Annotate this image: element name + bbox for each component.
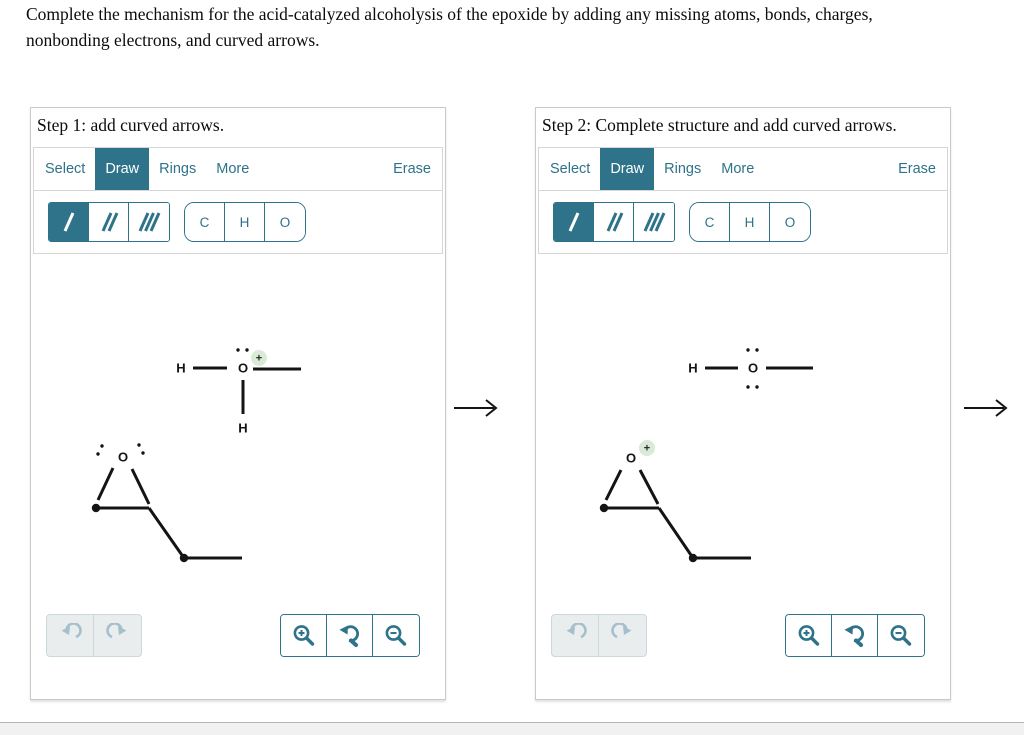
toolbar-tool-row: C H O bbox=[34, 191, 442, 253]
history-button-group bbox=[46, 614, 142, 657]
tab-more[interactable]: More bbox=[721, 161, 755, 177]
triple-bond-button[interactable] bbox=[634, 203, 674, 241]
atom-button-o[interactable]: O bbox=[265, 203, 305, 241]
triple-bond-icon bbox=[643, 212, 666, 232]
bond-tool-group bbox=[48, 202, 170, 242]
zoom-in-button[interactable] bbox=[786, 615, 832, 656]
magnifier-minus-icon bbox=[890, 624, 912, 646]
zoom-reset-button[interactable] bbox=[832, 615, 878, 656]
atom-button-h[interactable]: H bbox=[730, 203, 770, 241]
zoom-reset-button[interactable] bbox=[327, 615, 373, 656]
single-bond-button[interactable] bbox=[49, 203, 89, 241]
double-bond-button[interactable] bbox=[594, 203, 634, 241]
page-bottom-strip bbox=[0, 722, 1024, 735]
svg-text:+: + bbox=[644, 443, 650, 455]
atom-button-h[interactable]: H bbox=[225, 203, 265, 241]
panel-title: Step 1: add curved arrows. bbox=[37, 115, 225, 135]
tab-select[interactable]: Select bbox=[550, 161, 591, 177]
zoom-button-group bbox=[785, 614, 925, 657]
undo-button[interactable] bbox=[552, 615, 599, 656]
erase-button[interactable]: Erase bbox=[393, 161, 431, 177]
single-bond-icon bbox=[63, 212, 74, 232]
zoom-button-group bbox=[280, 614, 420, 657]
undo-icon bbox=[61, 622, 82, 638]
zoom-out-button[interactable] bbox=[878, 615, 924, 656]
tab-rings[interactable]: Rings bbox=[664, 161, 702, 177]
svg-text:O: O bbox=[118, 450, 128, 465]
undo-button[interactable] bbox=[47, 615, 94, 656]
redo-icon bbox=[610, 622, 631, 638]
svg-text:H: H bbox=[238, 421, 247, 436]
atom-button-c[interactable]: C bbox=[690, 203, 730, 241]
redo-button[interactable] bbox=[94, 615, 141, 656]
history-button-group bbox=[551, 614, 647, 657]
single-bond-button[interactable] bbox=[554, 203, 594, 241]
triple-bond-icon bbox=[138, 212, 161, 232]
toolbar-tab-row: Select Draw Rings More Erase bbox=[539, 148, 947, 191]
double-bond-icon bbox=[101, 212, 118, 232]
toolbar-tool-row: C H O bbox=[539, 191, 947, 253]
undo-icon bbox=[566, 622, 587, 638]
svg-text:O: O bbox=[748, 361, 758, 376]
atom-button-group: C H O bbox=[184, 202, 306, 242]
svg-text:H: H bbox=[688, 361, 697, 376]
zoom-reset-icon bbox=[844, 624, 864, 647]
svg-text:O: O bbox=[626, 451, 636, 466]
svg-text:+: + bbox=[256, 353, 262, 365]
tab-draw[interactable]: Draw bbox=[600, 148, 655, 190]
redo-icon bbox=[105, 622, 126, 638]
redo-button[interactable] bbox=[599, 615, 646, 656]
magnifier-minus-icon bbox=[385, 624, 407, 646]
magnifier-plus-icon bbox=[798, 624, 819, 646]
zoom-reset-icon bbox=[339, 624, 359, 647]
reaction-arrow bbox=[964, 399, 1008, 417]
tab-draw[interactable]: Draw bbox=[95, 148, 150, 190]
zoom-in-button[interactable] bbox=[281, 615, 327, 656]
magnifier-plus-icon bbox=[293, 624, 314, 646]
svg-text:H: H bbox=[176, 361, 185, 376]
atom-button-o[interactable]: O bbox=[770, 203, 810, 241]
toolbar-tab-row: Select Draw Rings More Erase bbox=[34, 148, 442, 191]
atom-button-group: C H O bbox=[689, 202, 811, 242]
bond-tool-group bbox=[553, 202, 675, 242]
sketch-toolbar: Select Draw Rings More Erase C H O bbox=[538, 147, 948, 254]
double-bond-button[interactable] bbox=[89, 203, 129, 241]
reaction-arrow bbox=[454, 399, 498, 417]
problem-instruction: Complete the mechanism for the acid-cata… bbox=[26, 4, 873, 50]
single-bond-icon bbox=[568, 212, 579, 232]
sketch-toolbar: Select Draw Rings More Erase C H O bbox=[33, 147, 443, 254]
svg-text:O: O bbox=[238, 361, 248, 376]
zoom-out-button[interactable] bbox=[373, 615, 419, 656]
tab-rings[interactable]: Rings bbox=[159, 161, 197, 177]
panel-title: Step 2: Complete structure and add curve… bbox=[542, 115, 897, 135]
triple-bond-button[interactable] bbox=[129, 203, 169, 241]
tab-more[interactable]: More bbox=[216, 161, 250, 177]
double-bond-icon bbox=[606, 212, 623, 232]
erase-button[interactable]: Erase bbox=[898, 161, 936, 177]
tab-select[interactable]: Select bbox=[45, 161, 86, 177]
atom-button-c[interactable]: C bbox=[185, 203, 225, 241]
